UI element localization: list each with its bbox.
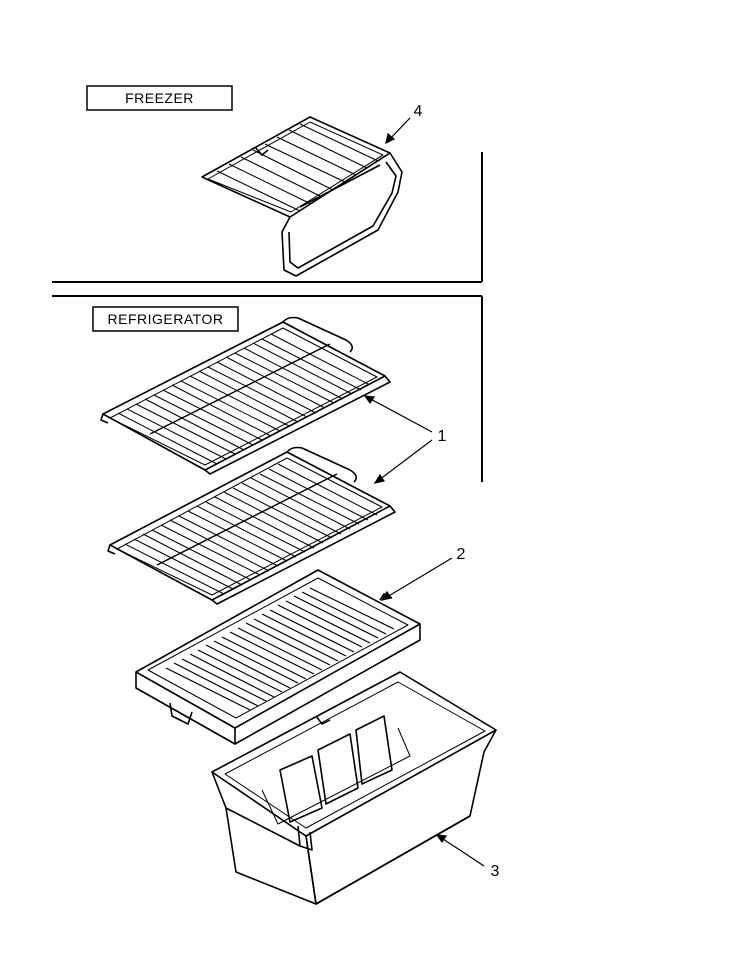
refrigerator-label: REFRIGERATOR bbox=[108, 311, 224, 327]
callout-leaders bbox=[363, 117, 485, 867]
freezer-wire-shelf bbox=[201, 116, 403, 277]
callout-1: 1 bbox=[438, 428, 447, 445]
callout-3: 3 bbox=[491, 863, 500, 880]
freezer-label: FREEZER bbox=[125, 90, 194, 106]
refrigerator-label-box: REFRIGERATOR bbox=[92, 306, 239, 332]
freezer-label-box: FREEZER bbox=[86, 85, 233, 111]
callout-4: 4 bbox=[414, 103, 423, 120]
wire-shelf-upper bbox=[100, 316, 391, 475]
crisper-drawer bbox=[211, 671, 497, 905]
callout-2: 2 bbox=[457, 546, 466, 563]
section-dividers bbox=[52, 152, 483, 482]
wire-shelf-lower bbox=[107, 446, 396, 605]
crisper-cover bbox=[135, 569, 421, 745]
